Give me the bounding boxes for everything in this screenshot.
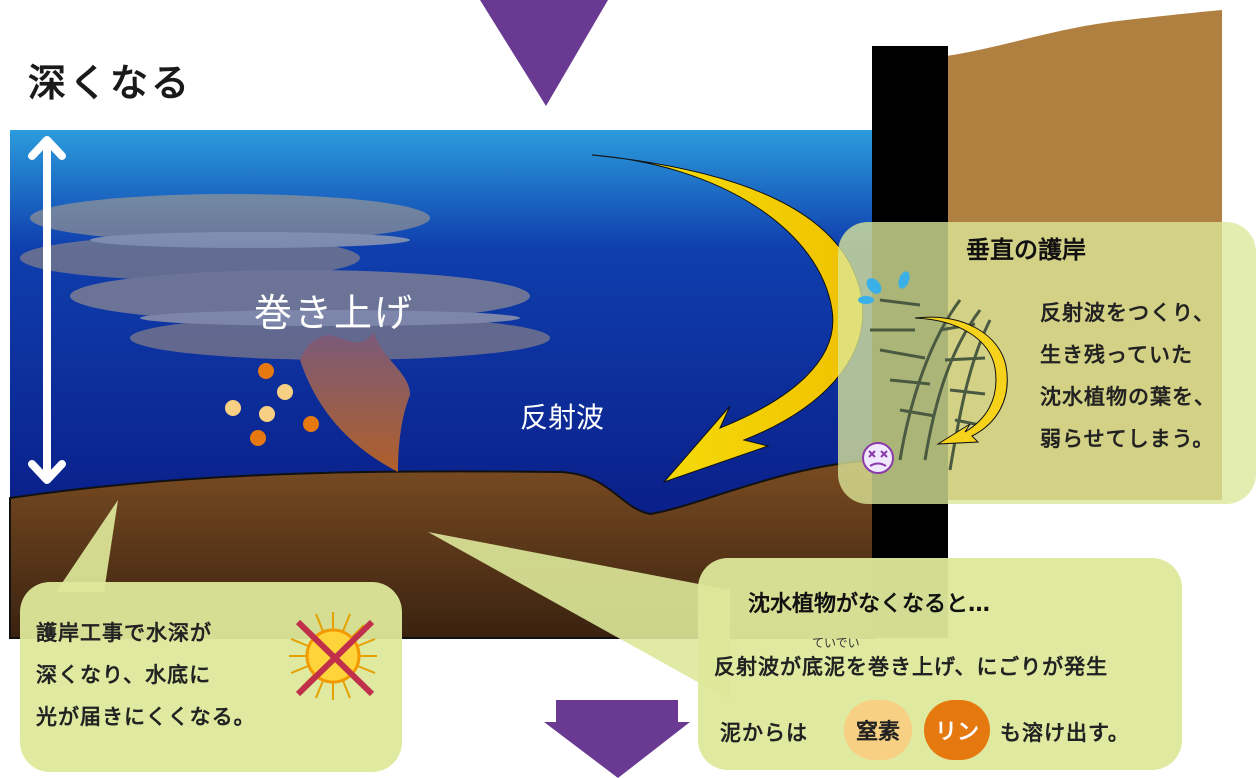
phosphorus-particle — [250, 430, 266, 446]
phosphorus-badge: リン — [924, 700, 990, 760]
vertical-bank-text-line: 沈水植物の葉を、 — [1040, 385, 1216, 409]
bottom-callout-text-line: 泥からは — [720, 721, 808, 745]
nutrient-particles — [225, 363, 319, 446]
vertical-bank-text-line: 弱らせてしまう。 — [1040, 427, 1215, 451]
dizzy-face-icon — [862, 442, 894, 474]
vertical-bank-title: 垂直の護岸 — [966, 236, 1086, 264]
nitrogen-badge: 窒素 — [844, 700, 912, 760]
bottom-callout-text-line: 反射波が底泥を巻き上げ、にごりが発生 — [714, 655, 1109, 679]
left-callout-text-line: 深くなり、水底に — [36, 663, 212, 687]
bottom-callout-text-line: も溶け出す。 — [1000, 721, 1130, 745]
stirred-sediment-plume — [300, 332, 410, 472]
vertical-bank-text-line: 生き残っていた — [1040, 343, 1193, 367]
left-callout-text-line: 護岸工事で水深が — [36, 621, 212, 645]
no-sunlight-icon — [289, 612, 377, 700]
vertical-bank-callout-panel — [838, 222, 1256, 504]
bottom-callout-title: 沈水植物がなくなると… — [748, 592, 991, 617]
reflected-wave-arrow — [591, 154, 864, 484]
ruby-reading: ていでい — [812, 636, 860, 650]
left-callout-text-line: 光が届きにくくなる。 — [36, 705, 256, 729]
bottom-callout-panel — [698, 558, 1182, 770]
page-title: 深くなる — [28, 61, 193, 105]
sweat-drops-icon — [858, 271, 910, 304]
depth-arrow — [28, 136, 66, 484]
bottom-down-arrow — [544, 700, 690, 778]
stir-up-label: 巻き上げ — [254, 291, 415, 335]
nitrogen-particle — [225, 400, 241, 416]
bottom-callout-pointer — [428, 532, 730, 700]
reflected-wave-label: 反射波 — [520, 401, 605, 434]
top-down-arrow — [480, 0, 608, 106]
weakening-arrow — [914, 316, 1008, 445]
vertical-bank-text-line: 反射波をつくり、 — [1040, 301, 1216, 325]
left-callout-pointer — [56, 500, 118, 592]
nitrogen-particle — [277, 384, 293, 400]
turbidity-cloud — [20, 194, 550, 360]
nitrogen-particle — [259, 406, 275, 422]
phosphorus-particle — [258, 363, 274, 379]
phosphorus-particle — [303, 416, 319, 432]
